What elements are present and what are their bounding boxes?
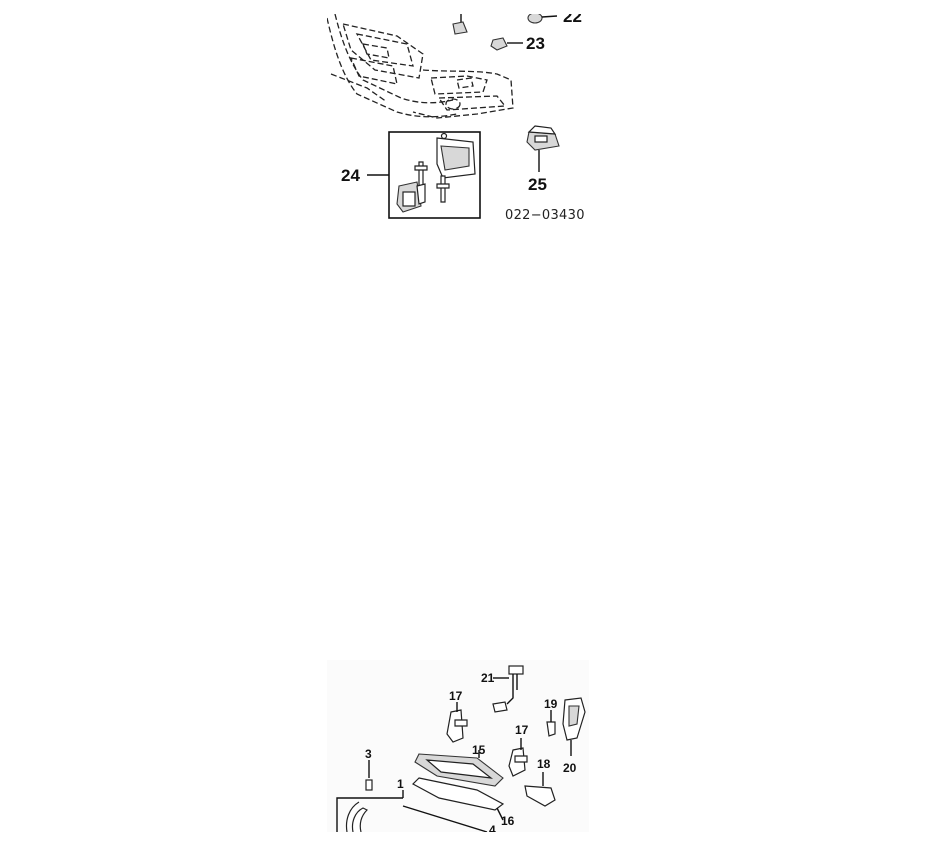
part-25-module [526, 125, 560, 172]
diagram-reference-code: 022−03430 [505, 208, 585, 222]
part-1-box [336, 797, 403, 832]
part-19-clip [546, 710, 556, 737]
callout-4: 4 [489, 823, 496, 832]
callout-20: 20 [563, 761, 577, 775]
callout-21: 21 [481, 671, 495, 685]
callout-17-right: 17 [515, 723, 529, 737]
bottom-parts-diagram: 21 17 19 17 20 15 3 18 1 16 4 [327, 660, 589, 832]
part-3-bolt [365, 760, 373, 791]
callout-24: 24 [341, 166, 360, 185]
top-diagram-svg: 22 23 24 25 022−03430 [327, 14, 585, 222]
part-21-wiring [492, 665, 524, 713]
part-18-bracket [524, 772, 556, 807]
callout-15: 15 [472, 743, 486, 757]
part-bulb-holder [452, 14, 468, 35]
callout-16: 16 [501, 814, 515, 828]
bottom-diagram-svg: 21 17 19 17 20 15 3 18 1 16 4 [336, 665, 586, 832]
callout-18: 18 [537, 757, 551, 771]
callout-3: 3 [365, 747, 372, 761]
callout-17-left: 17 [449, 689, 463, 703]
part-16-reinforcement [412, 777, 505, 821]
part-1-edge [402, 805, 488, 832]
callout-25: 25 [528, 175, 547, 194]
callout-19: 19 [544, 697, 558, 711]
part-22-clip [527, 14, 558, 24]
part-17-left-bracket [446, 702, 468, 743]
part-15-absorber [414, 750, 504, 787]
part-23-clip [490, 37, 523, 51]
part-17-right-bracket [508, 738, 528, 777]
callout-22: 22 [563, 14, 582, 26]
part-1-bumper-corner [345, 801, 369, 832]
part-24-assembly [396, 132, 476, 213]
callout-1: 1 [397, 777, 404, 791]
front-bumper-drawing [327, 14, 514, 119]
top-parts-diagram: 22 23 24 25 022−03430 [327, 14, 589, 222]
part-20-bracket [562, 697, 586, 756]
callout-23: 23 [526, 34, 545, 53]
